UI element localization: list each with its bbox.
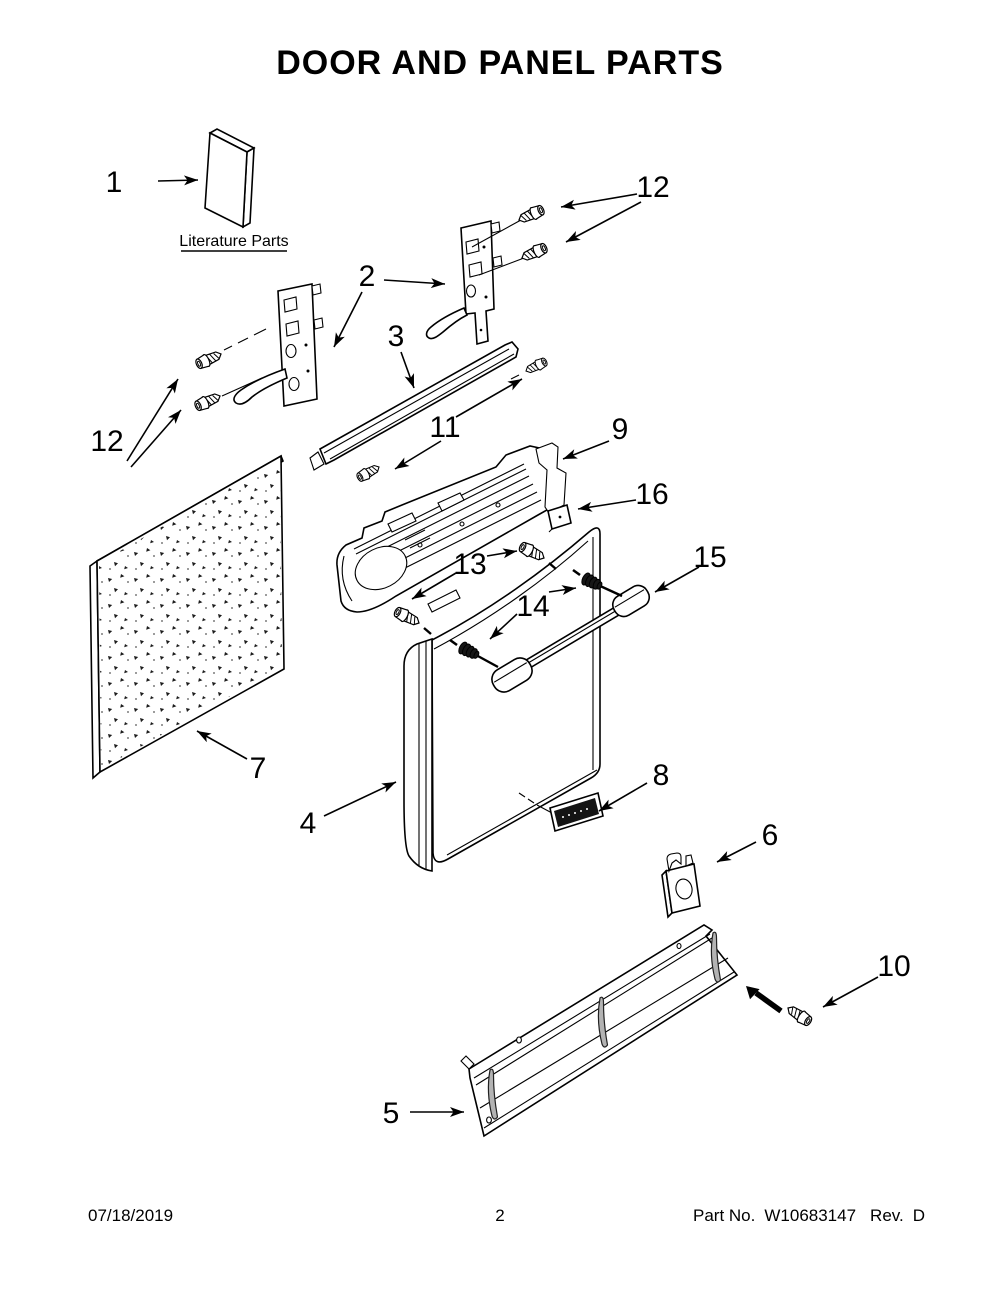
callout-12-left-label: 12 (90, 425, 123, 458)
top-rail (309, 341, 520, 471)
callout-6: 6 (716, 819, 779, 863)
panel-screw (746, 986, 815, 1029)
rev-label: Rev. (870, 1206, 904, 1225)
callout-14-label: 14 (516, 590, 549, 623)
footer-part-number: Part No. W10683147 Rev. D (693, 1206, 925, 1226)
callout-12-left: 12 (90, 378, 182, 468)
insulation-panel (89, 454, 285, 780)
callout-15: 15 (654, 541, 727, 593)
callout-9: 9 (562, 413, 629, 460)
door-screws (391, 539, 557, 635)
literature-caption: Literature Parts (179, 233, 288, 250)
literature-booklet (204, 128, 256, 229)
callout-10-label: 10 (877, 950, 910, 983)
handle-screws (449, 568, 623, 669)
callout-11-label: 11 (429, 411, 460, 444)
callout-12-top: 12 (560, 171, 670, 243)
rail-screw (523, 355, 550, 377)
door-handle (491, 584, 651, 693)
footer-date: 07/18/2019 (88, 1206, 174, 1225)
access-panel (460, 924, 739, 1138)
part-number-value: W10683147 (764, 1206, 857, 1225)
callout-16-label: 16 (635, 478, 668, 511)
hinge-screws-left (192, 347, 225, 414)
callouts: 1 12 2 3 12 11 (90, 166, 910, 1130)
footer-page-number: 2 (495, 1206, 505, 1225)
callout-8: 8 (598, 759, 670, 812)
rev-value: D (912, 1206, 926, 1225)
callout-3-label: 3 (388, 320, 405, 353)
callout-7-label: 7 (250, 752, 267, 785)
callout-1: 1 (106, 166, 199, 199)
callout-5-label: 5 (383, 1097, 400, 1130)
callout-3: 3 (388, 320, 415, 389)
callout-4: 4 (300, 781, 397, 840)
callout-6-label: 6 (762, 819, 779, 852)
brand-badge (518, 791, 604, 833)
bracket-clip (661, 852, 701, 919)
hinge-bracket-left (221, 283, 324, 407)
door-outer-panel (403, 527, 601, 872)
callout-14: 14 (489, 585, 577, 640)
callout-11: 11 (394, 378, 523, 470)
callout-15-label: 15 (693, 541, 726, 574)
callout-2-label: 2 (359, 260, 376, 293)
callout-10: 10 (822, 950, 911, 1008)
hinge-screws-right (515, 202, 550, 265)
callout-5: 5 (383, 1097, 464, 1130)
callout-13-label: 13 (453, 548, 486, 581)
callout-7: 7 (196, 730, 267, 785)
callout-13: 13 (411, 548, 518, 600)
rail-screw-lower (354, 461, 383, 484)
control-panel-assembly (336, 442, 567, 613)
insert-direction-arrow (746, 986, 760, 1000)
part-label: Part No. (693, 1206, 756, 1225)
callout-8-label: 8 (653, 759, 670, 792)
callout-12-top-label: 12 (636, 171, 669, 204)
callout-9-label: 9 (612, 413, 629, 446)
callout-1-label: 1 (106, 166, 123, 199)
callout-4-label: 4 (300, 807, 317, 840)
callout-2: 2 (333, 260, 446, 348)
hinge-bracket-right (425, 219, 525, 346)
callout-16: 16 (577, 478, 669, 512)
clip-square (547, 503, 572, 533)
page-title: DOOR AND PANEL PARTS (276, 44, 724, 82)
